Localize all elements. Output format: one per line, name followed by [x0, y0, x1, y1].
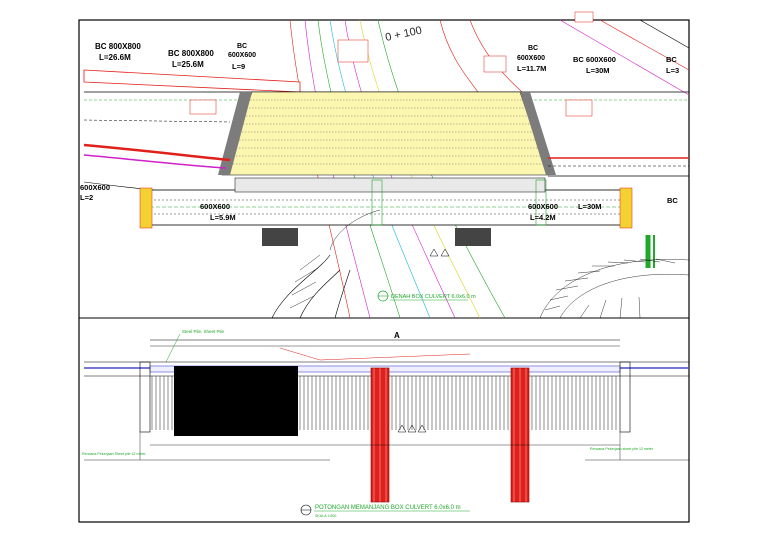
culvert-label-6: BC L=3 — [666, 55, 679, 75]
plan-annotation-tags — [189, 11, 594, 117]
section-title-block: POTONGAN MEMANJANG BOX CULVERT 6.0x6.0 m… — [300, 504, 470, 518]
culvert-6-type: BC — [666, 55, 677, 64]
culvert-label-1: BC 800X800 L=26.6M — [95, 42, 141, 62]
culvert-2-type: BC 800X800 — [168, 49, 214, 58]
mid-culvert-b-size: 600X600 — [528, 202, 558, 211]
culvert-5-length: L=30M — [586, 66, 610, 75]
culvert-label-5: BC 600X600 L=30M — [573, 55, 616, 75]
mid-culvert-c-length: L=30M — [578, 202, 602, 211]
sheet-pile-note: Steel Pile, Sheet Pile — [182, 329, 225, 334]
culvert-deck — [218, 91, 556, 176]
culvert-3-type: BC 600X600 — [228, 43, 256, 59]
culvert-label-3: BC 600X600 L=9 — [228, 43, 256, 71]
box-culvert-plan — [139, 177, 655, 268]
culvert-label-4: BC 600X600 L=11.7M — [517, 45, 546, 73]
culvert-3-length: L=9 — [232, 62, 245, 71]
mid-culvert-a-size: 600X600 — [200, 202, 230, 211]
section-view: A Steel Pile, Sheet Pile Rencana Pekerja… — [82, 248, 689, 518]
sheet-pile-cluster — [174, 366, 298, 436]
culvert-label-mid-a: 600X600 L=5.9M — [200, 202, 236, 222]
culvert-4-type: BC 600X600 — [517, 45, 545, 62]
mid-culvert-b-length: L=4.2M — [530, 213, 556, 222]
culvert-label-mid-b: 600X600 L=4.2M — [528, 202, 558, 222]
culvert-1-length: L=26.6M — [99, 53, 131, 62]
section-title: POTONGAN MEMANJANG BOX CULVERT 6.0x6.0 m — [315, 505, 461, 511]
left-culvert-length: L=2 — [80, 193, 93, 202]
culvert-5-type: BC 600X600 — [573, 55, 616, 64]
road-east — [548, 157, 689, 177]
section-marker-a: A — [394, 331, 400, 340]
culvert-label-2: BC 800X800 L=25.6M — [168, 49, 214, 69]
right-culvert-type: BC — [667, 196, 678, 205]
left-culvert-size: 600X600 — [80, 183, 110, 192]
culvert-1-type: BC 800X800 — [95, 42, 141, 51]
plan-title-block: DENAH BOX CULVERT 6.0x6.0 m — [377, 290, 476, 302]
section-scale: SKALA 1:800 — [315, 514, 336, 518]
right-sheet-pile-note: Rencana Pekerjaan sheet pile 12 meter — [590, 447, 654, 451]
mid-culvert-a-length: L=5.9M — [210, 213, 236, 222]
culvert-label-left: 600X600 L=2 — [80, 183, 110, 202]
left-sheet-pile-note: Rencana Pekerjaan Sheet pile 12 meter — [82, 452, 147, 456]
culvert-6-length: L=3 — [666, 66, 679, 75]
culvert-4-length: L=11.7M — [517, 64, 546, 73]
plan-title: DENAH BOX CULVERT 6.0x6.0 m — [391, 294, 476, 300]
culvert-2-length: L=25.6M — [172, 60, 204, 69]
plan-view: BC 800X800 L=26.6M BC 800X800 L=25.6M BC… — [80, 11, 690, 319]
pile-lines — [151, 376, 617, 430]
reference-marks — [397, 248, 450, 433]
